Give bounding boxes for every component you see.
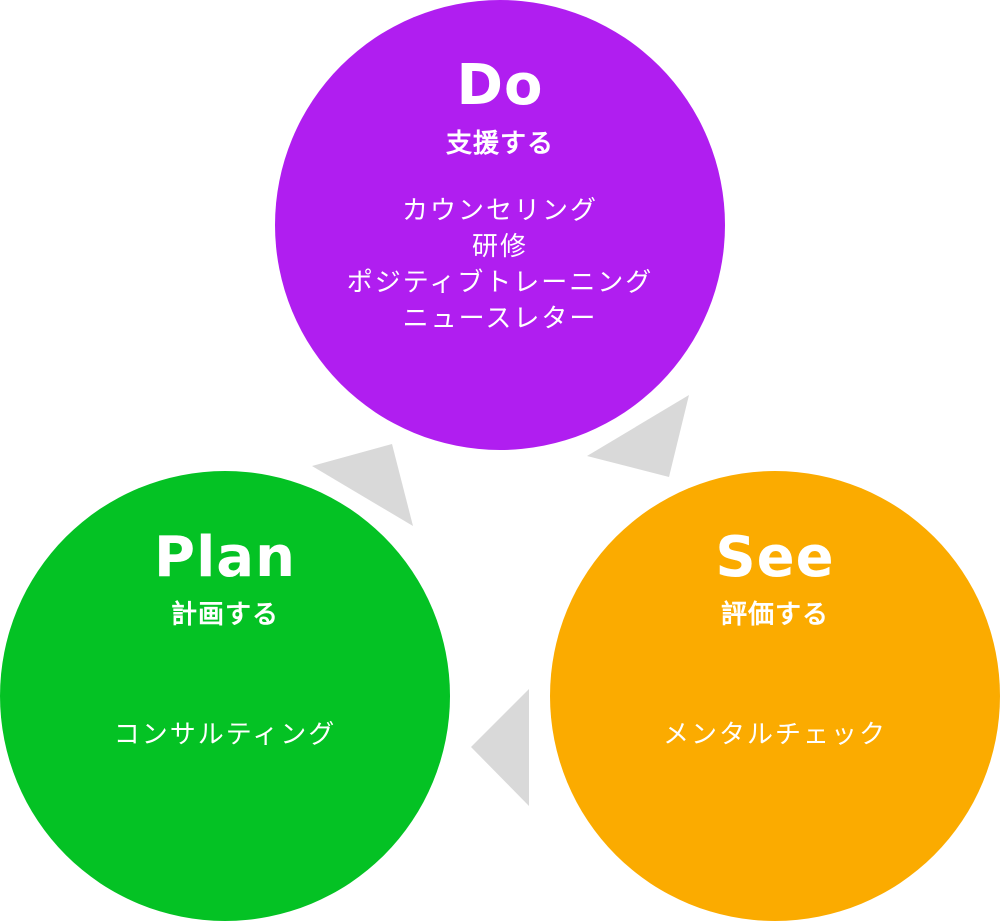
do-subtitle: 支援する [445,129,554,159]
see-title: See [715,525,835,590]
see-subtitle: 評価する [720,600,829,630]
plan-circle: Plan 計画する コンサルティング [0,471,450,921]
arrow-plan-to-do [312,444,413,526]
arrow-do-to-see [587,395,689,477]
plan-title: Plan [154,525,296,590]
do-item: 研修 [471,232,528,262]
arrow-see-to-plan [471,689,529,806]
plan-item-list: コンサルティング [0,717,450,753]
do-item: カウンセリング [401,196,598,226]
do-circle: Do 支援する カウンセリング 研修 ポジティブトレーニング ニュースレター [275,0,725,450]
plan-subtitle: 計画する [170,600,279,630]
do-item: ニュースレター [402,304,598,334]
do-item-list: カウンセリング 研修 ポジティブトレーニング ニュースレター [275,193,725,337]
see-item-list: メンタルチェック [550,717,1000,753]
do-title: Do [456,53,544,118]
see-circle: See 評価する メンタルチェック [550,471,1000,921]
do-item: ポジティブトレーニング [346,268,654,298]
see-item: メンタルチェック [662,720,887,750]
plan-item: コンサルティング [113,720,337,750]
